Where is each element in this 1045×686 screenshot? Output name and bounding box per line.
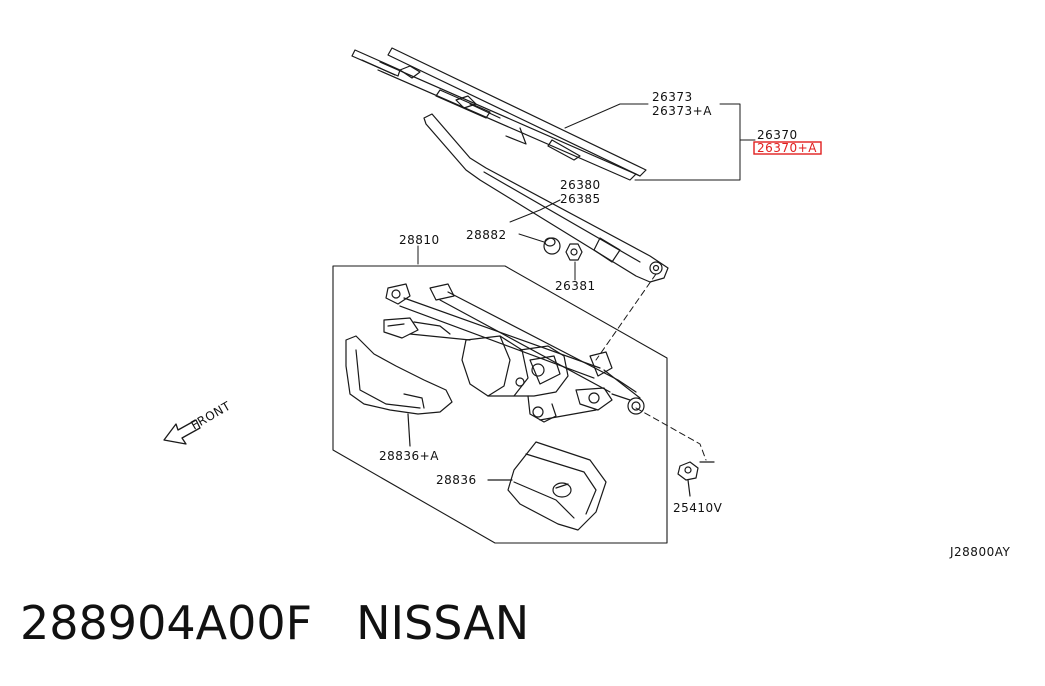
callout-blade-assy-b: 26370+A — [757, 141, 817, 155]
highlight-box — [753, 141, 822, 155]
arm-nut — [565, 243, 583, 261]
callout-blade-b: 26373+A — [652, 104, 712, 118]
front-label: FRONT — [189, 399, 234, 433]
leader-lines — [417, 103, 756, 281]
wiper-blade — [351, 47, 647, 181]
front-arrow-icon — [163, 419, 201, 445]
callout-bolt: 25410V — [673, 501, 723, 515]
callout-arm-b: 26385 — [560, 192, 601, 206]
diagram-id: J28800AY — [949, 545, 1010, 559]
cover-bottom — [487, 441, 607, 531]
callout-linkage: 28810 — [399, 233, 440, 247]
callout-cover-b: 28836+A — [379, 449, 439, 463]
part-number: 288904A00F — [20, 596, 313, 650]
bolt — [677, 461, 715, 497]
cover-left — [345, 335, 453, 447]
wiper-arm — [423, 113, 669, 283]
caption: 288904A00F NISSAN — [20, 596, 529, 650]
wiper-linkage — [383, 283, 645, 423]
callout-cover-a: 28836 — [436, 473, 477, 487]
callout-blade-assy-a: 26370 — [757, 128, 798, 142]
callout-nut: 26381 — [555, 279, 596, 293]
arm-cap — [543, 237, 561, 255]
linkage-box — [332, 265, 668, 544]
callout-cap: 28882 — [466, 228, 507, 242]
dashed-lines — [595, 273, 707, 461]
brand-name: NISSAN — [356, 596, 530, 650]
callout-arm-a: 26380 — [560, 178, 601, 192]
callout-blade-a: 26373 — [652, 90, 693, 104]
